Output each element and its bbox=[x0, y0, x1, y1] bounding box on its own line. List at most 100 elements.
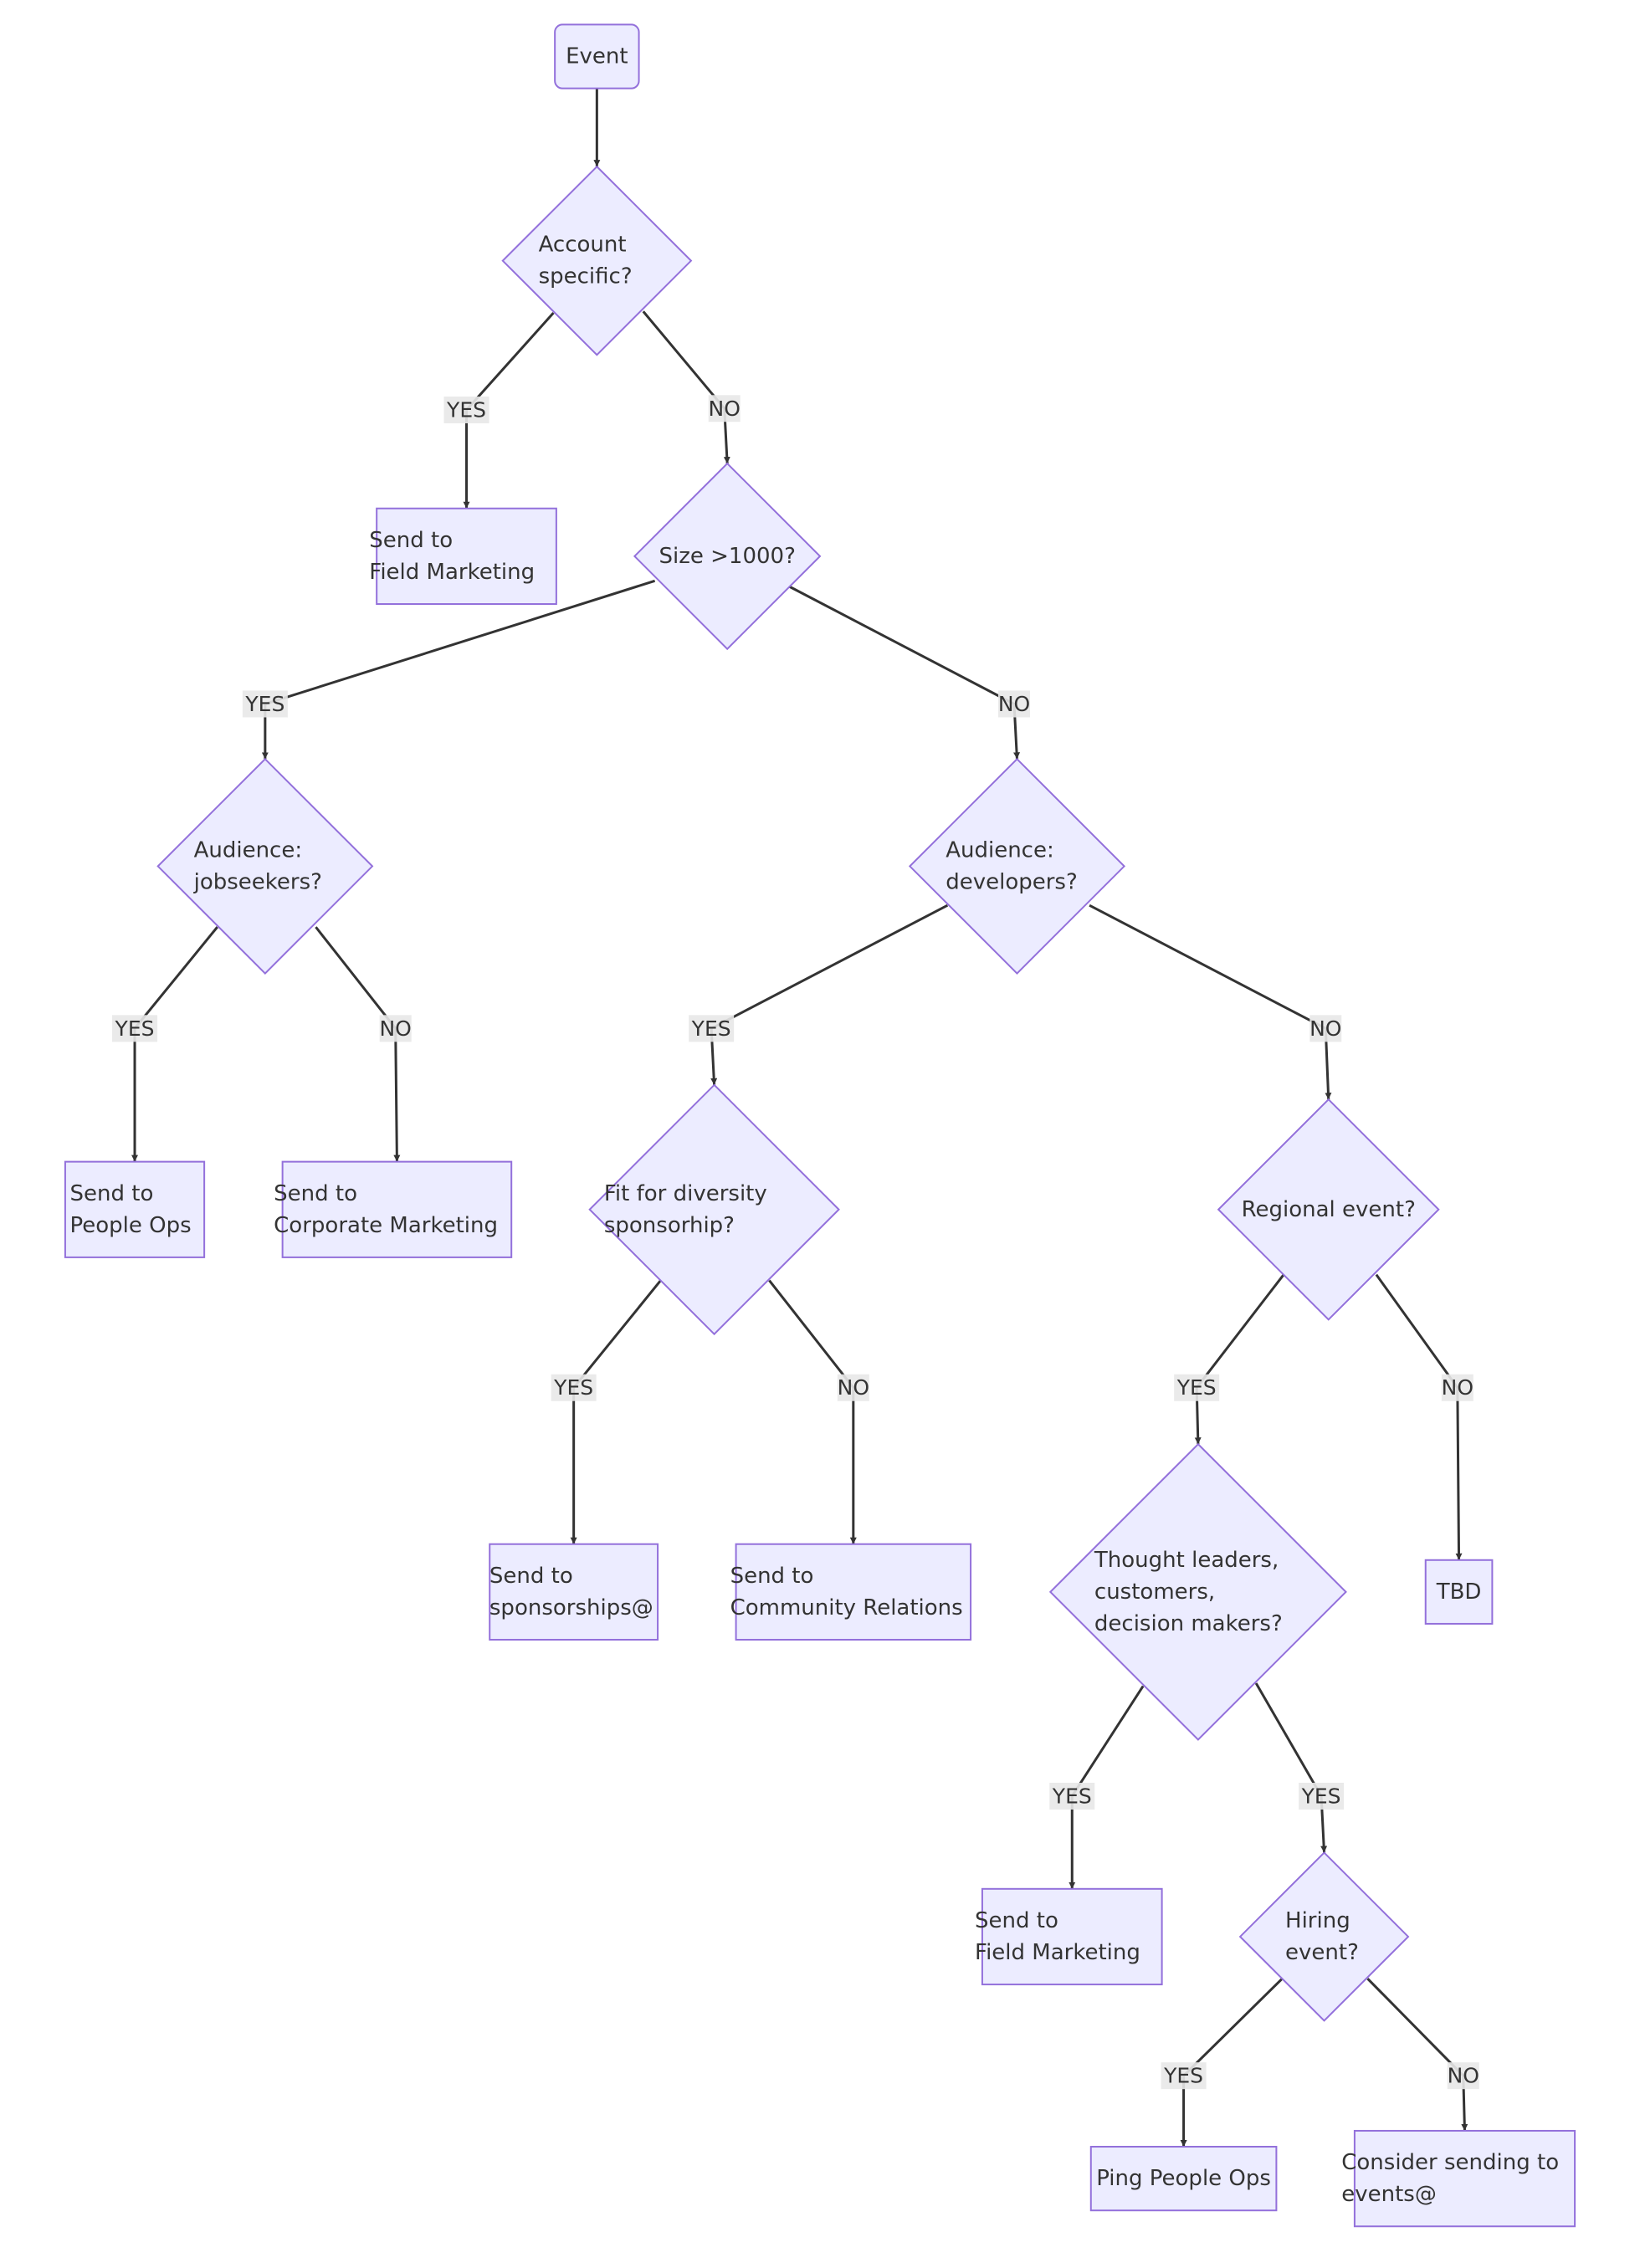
decision-diamond bbox=[501, 165, 693, 356]
edge-label-background bbox=[1441, 1374, 1473, 1401]
edge-label-diversity_sponsorship-to-sponsorships: YES bbox=[551, 1374, 597, 1401]
decision-diamond bbox=[1238, 1851, 1410, 2022]
action-box bbox=[981, 1887, 1163, 1986]
decision-diamond bbox=[633, 462, 822, 651]
edge-label-text: YES bbox=[1052, 1784, 1092, 1808]
edge-label-text: YES bbox=[244, 692, 284, 716]
node-regional-event: Regional event? bbox=[1217, 1098, 1440, 1321]
edge-hiring_event-to-consider_events bbox=[1366, 1978, 1468, 2132]
node-tbd: TBD bbox=[1424, 1559, 1494, 1625]
edge-label-text: YES bbox=[691, 1016, 731, 1041]
node-audience-developers: Audience: developers? bbox=[908, 757, 1126, 975]
edge-label-text: NO bbox=[1309, 1016, 1341, 1041]
action-box bbox=[64, 1160, 206, 1258]
edge-label-background bbox=[379, 1015, 412, 1042]
edge-audience_jobseekers-to-people_ops bbox=[131, 926, 218, 1162]
node-label-line: Consider sending to bbox=[1341, 2150, 1559, 2175]
node-label-line: Send to bbox=[274, 1181, 357, 1206]
node-event: Event bbox=[554, 23, 640, 90]
edge-account_specific-to-size_1000 bbox=[642, 310, 730, 464]
edge-label-background bbox=[708, 395, 741, 422]
edge-label-background bbox=[689, 1015, 735, 1042]
edge-size_1000-to-audience_developers bbox=[788, 585, 1021, 760]
node-label-line: Field Marketing bbox=[369, 560, 535, 585]
edge-size_1000-to-audience_jobseekers bbox=[261, 579, 656, 760]
action-box bbox=[376, 507, 557, 606]
node-label-line: Ping People Ops bbox=[1096, 2166, 1271, 2191]
edge-label-hiring_event-to-ping_people_ops: YES bbox=[1161, 2062, 1207, 2090]
edge-label-background bbox=[837, 1374, 869, 1401]
edge-audience_developers-to-diversity_sponsorship bbox=[710, 904, 949, 1085]
node-label-line: events@ bbox=[1341, 2182, 1437, 2207]
edge-label-audience_jobseekers-to-corporate_marketing: NO bbox=[379, 1015, 412, 1042]
edge-label-text: NO bbox=[379, 1016, 411, 1041]
action-box bbox=[489, 1543, 659, 1641]
node-label-line: Regional event? bbox=[1242, 1197, 1416, 1222]
node-thought-leaders: Thought leaders,customers,decision maker… bbox=[1048, 1442, 1347, 1741]
edge-label-text: YES bbox=[446, 398, 486, 422]
edge-label-diversity_sponsorship-to-community_relations: NO bbox=[837, 1374, 869, 1401]
edge-label-background bbox=[242, 690, 288, 718]
edge-label-background bbox=[1174, 1374, 1220, 1401]
node-ping-people-ops: Ping People Ops bbox=[1089, 2146, 1278, 2212]
node-label-line: Audience: bbox=[946, 837, 1054, 863]
decision-diamond bbox=[1217, 1098, 1440, 1321]
edge-label-background bbox=[1161, 2062, 1207, 2090]
edge-regional_event-to-tbd bbox=[1375, 1273, 1463, 1560]
edge-label-thought_leaders-to-hiring_event: YES bbox=[1299, 1782, 1345, 1810]
node-label-line: Event bbox=[566, 44, 628, 69]
node-label-line: sponsorships@ bbox=[489, 1595, 653, 1620]
edge-label-regional_event-to-tbd: NO bbox=[1441, 1374, 1473, 1401]
edge-diversity_sponsorship-to-community_relations bbox=[768, 1279, 857, 1544]
node-label-line: Send to bbox=[730, 1564, 814, 1589]
start-node-box bbox=[554, 23, 640, 90]
edge-label-text: YES bbox=[553, 1375, 593, 1400]
node-field-marketing-1: Send to Field Marketing bbox=[369, 507, 557, 606]
node-size-1000: Size >1000? bbox=[633, 462, 822, 651]
decision-diamond bbox=[1048, 1442, 1347, 1741]
decision-diamond bbox=[908, 757, 1126, 975]
edge-label-background bbox=[112, 1015, 158, 1042]
edge-label-audience_jobseekers-to-people_ops: YES bbox=[112, 1015, 158, 1042]
node-label-line: Send to bbox=[70, 1181, 154, 1206]
edge-label-text: YES bbox=[1176, 1375, 1217, 1400]
node-label-line: Corporate Marketing bbox=[274, 1213, 498, 1238]
edge-label-regional_event-to-thought_leaders: YES bbox=[1174, 1374, 1220, 1401]
edge-label-text: NO bbox=[998, 692, 1030, 716]
edge-label-text: YES bbox=[1301, 1784, 1341, 1808]
edge-thought_leaders-to-hiring_event bbox=[1254, 1682, 1328, 1853]
node-label-line: Community Relations bbox=[730, 1595, 963, 1620]
decision-diamond bbox=[588, 1083, 840, 1336]
edge-label-text: NO bbox=[709, 397, 741, 421]
edge-label-size_1000-to-audience_developers: NO bbox=[998, 690, 1030, 718]
node-label-line: Hiring bbox=[1285, 1908, 1350, 1933]
decision-diamond bbox=[156, 757, 374, 975]
node-label-line: Thought leaders, bbox=[1094, 1548, 1279, 1573]
node-audience-jobseekers: Audience:jobseekers? bbox=[156, 757, 374, 975]
action-box bbox=[1089, 2146, 1278, 2212]
edge-label-account_specific-to-size_1000: NO bbox=[709, 395, 741, 422]
edge-label-size_1000-to-audience_jobseekers: YES bbox=[242, 690, 288, 718]
node-label-line: Send to bbox=[369, 528, 453, 553]
node-corporate-marketing: Send to Corporate Marketing bbox=[274, 1160, 513, 1258]
edge-label-audience_developers-to-diversity_sponsorship: YES bbox=[689, 1015, 735, 1042]
edge-label-text: NO bbox=[838, 1375, 869, 1400]
node-label-line: Audience: bbox=[194, 837, 303, 863]
node-label-line: specific? bbox=[539, 264, 633, 289]
node-label-line: developers? bbox=[946, 869, 1078, 894]
edge-label-hiring_event-to-consider_events: NO bbox=[1447, 2062, 1479, 2090]
action-box bbox=[281, 1160, 513, 1258]
edge-label-background bbox=[551, 1374, 597, 1401]
edge-label-background bbox=[1299, 1782, 1345, 1810]
edge-regional_event-to-thought_leaders bbox=[1194, 1273, 1285, 1445]
action-box bbox=[735, 1543, 972, 1641]
edge-label-background bbox=[1447, 2062, 1479, 2090]
node-consider-events: Consider sending to events@ bbox=[1341, 2129, 1576, 2228]
edge-label-background bbox=[1309, 1015, 1342, 1042]
node-label-line: Send to bbox=[975, 1908, 1058, 1933]
